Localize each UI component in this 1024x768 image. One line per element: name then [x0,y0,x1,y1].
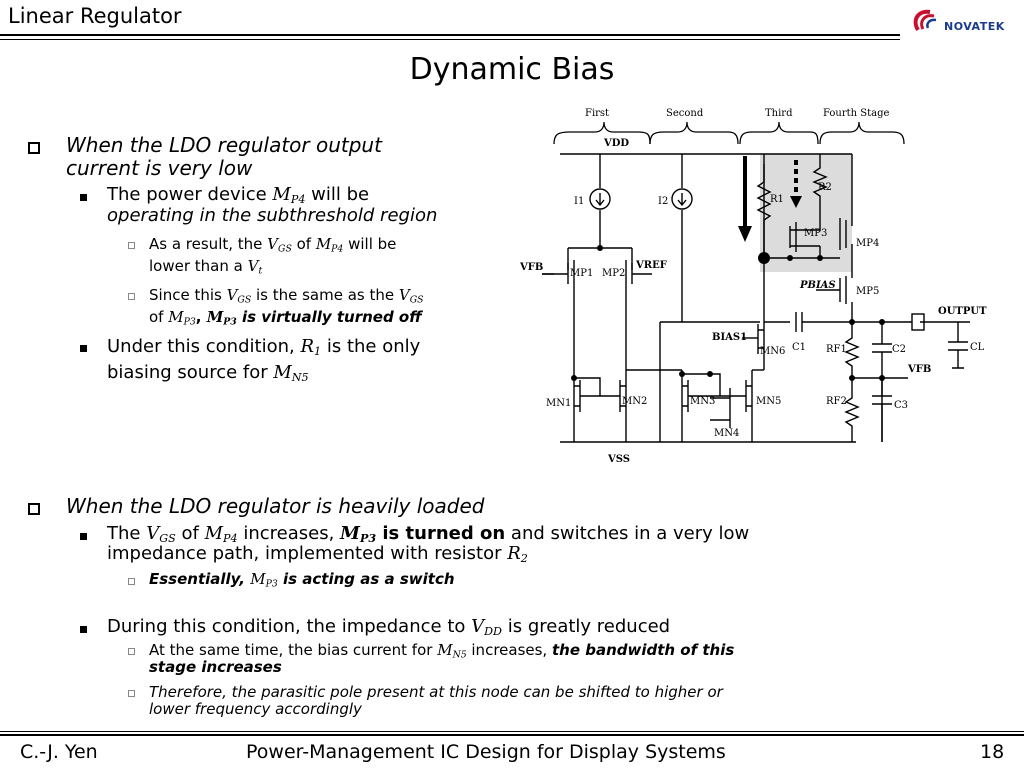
stage-label-second: Second [666,108,704,119]
s2-sub2-line2: stage increases [149,658,282,676]
s1-sub1-line1: As a result, the VGS of MP4 will be [149,235,397,255]
bullet-marker-l1 [28,503,40,515]
s2-sub3-line1: Therefore, the parasitic pole present at… [149,683,723,701]
label-vfb-input: VFB [520,262,543,273]
logo-text: NOVATEK [944,20,1005,33]
s1-bullet1-line1: The power device MP4 will be [107,184,370,206]
s1-bullet2-line1: Under this condition, R1 is the only [107,336,421,358]
label-i1: I1 [574,196,584,207]
s1-sub2-line2: of MP3, MP3 is virtually turned off [149,308,422,328]
novatek-swoosh-icon [913,9,937,32]
label-rf2: RF2 [826,396,847,407]
label-output: OUTPUT [938,306,987,317]
label-r2: R2 [818,182,832,193]
s1-bullet2-line2: biasing source for MN5 [107,362,309,384]
label-mp3: MP3 [804,228,827,239]
bullet-marker-l3 [128,690,135,697]
label-mp5: MP5 [856,286,879,297]
s1-sub2-line1: Since this VGS is the same as the VGS [149,286,424,306]
footer-page-number: 18 [980,741,1005,763]
label-vfb-output: VFB [907,364,931,375]
label-cl: CL [970,342,985,353]
s2-heading: When the LDO regulator is heavily loaded [66,494,485,518]
label-mn4: MN4 [714,428,739,439]
header-rule [0,34,900,36]
bullet-marker-l1 [28,142,40,154]
s2-sub1: Essentially, MP3 is acting as a switch [149,570,455,590]
s1-heading-line2: current is very low [66,156,253,180]
bullet-marker-l3 [128,293,135,300]
stage-label-third: Third [765,108,793,119]
label-mn2: MN2 [622,396,647,407]
label-mn6: MN6 [760,346,785,357]
label-bias1: BIAS1 [712,332,747,343]
label-mp2: MP2 [602,268,625,279]
label-mn3: MN3 [690,396,715,407]
label-c3: C3 [894,400,908,411]
s2-bullet1-line1: The VGS of MP4 increases, MP3 is turned … [107,523,750,545]
stage-braces [553,121,905,145]
bullet-marker-l3 [128,242,135,249]
bullet-marker-l2 [80,533,87,540]
bullet-marker-l2 [80,345,87,352]
s1-bullet1-line2: operating in the subthreshold region [107,205,438,226]
label-c1: C1 [792,342,806,353]
s1-heading-line1: When the LDO regulator output [66,133,382,157]
label-pbias: PBIAS [799,280,836,291]
label-vdd: VDD [603,138,629,149]
label-mn5: MN5 [756,396,781,407]
circuit-wires [542,153,970,443]
stage-label-first: First [585,108,609,119]
s2-bullet1-line2: impedance path, implemented with resisto… [107,543,528,565]
slide-title: Dynamic Bias [409,52,615,87]
label-rf1: RF1 [826,344,847,355]
bullet-marker-l3 [128,578,135,585]
label-mp1: MP1 [570,268,593,279]
footer-rule-thin [0,731,1024,732]
label-i2: I2 [658,196,668,207]
label-c2: C2 [892,344,906,355]
bullet-marker-l3 [128,648,135,655]
header-title: Linear Regulator [8,4,182,28]
current-arrows [738,156,802,242]
s2-sub2-line1: At the same time, the bias current for M… [149,641,735,661]
s2-bullet2: During this condition, the impedance to … [107,616,671,638]
footer-rule [0,734,1024,736]
footer-author: C.-J. Yen [20,741,98,763]
label-mp4: MP4 [856,238,879,249]
footer-course-title: Power-Management IC Design for Display S… [246,741,726,763]
s1-sub1-line2: lower than a Vt [149,257,263,277]
stage-label-fourth: Fourth Stage [823,108,890,119]
s2-sub3-line2: lower frequency accordingly [149,700,362,718]
label-vss: VSS [607,454,630,465]
label-mn1: MN1 [546,398,571,409]
dynamic-bias-circuit-diagram: First Second Third Fourth Stage [520,108,987,465]
shaded-region [760,154,852,272]
header-rule-thin [0,39,900,40]
bullet-marker-l2 [80,194,87,201]
junction-dots [571,245,885,381]
label-vref: VREF [635,260,667,271]
bullet-marker-l2 [80,626,87,633]
novatek-logo: NOVATEK [906,6,1022,42]
label-r1: R1 [770,194,784,205]
